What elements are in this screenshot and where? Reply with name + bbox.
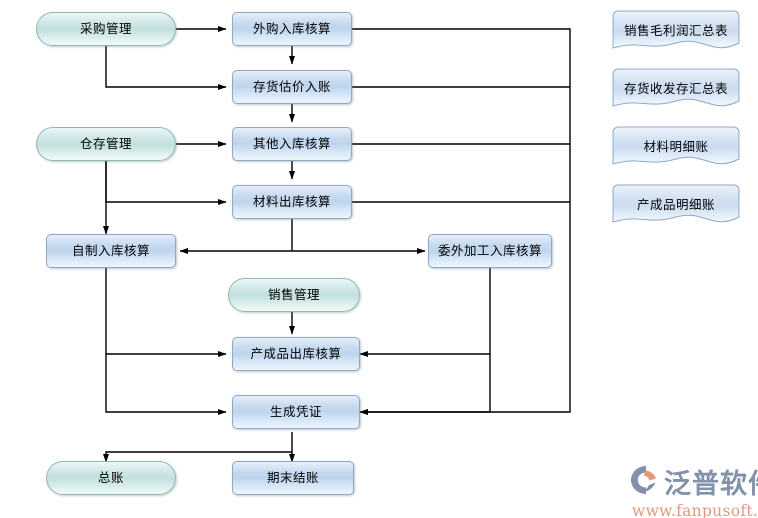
- brand-logo: 泛普软件 www.fanpusoft.com: [630, 462, 758, 518]
- node-material-outbound-accounting[interactable]: 材料出库核算: [232, 185, 352, 219]
- report-inventory-io-summary[interactable]: 存货收发存汇总表: [612, 68, 740, 114]
- node-inventory-estimate-entry[interactable]: 存货估价入账: [232, 70, 352, 104]
- report-gross-profit-summary[interactable]: 销售毛利润汇总表: [612, 10, 740, 56]
- node-generate-voucher[interactable]: 生成凭证: [232, 395, 360, 429]
- node-outsourced-inbound-accounting[interactable]: 外购入库核算: [232, 12, 352, 46]
- node-period-end-closing[interactable]: 期末结账: [232, 461, 354, 495]
- report-label: 材料明细账: [643, 138, 709, 154]
- node-sales-management[interactable]: 销售管理: [228, 278, 360, 312]
- node-self-made-inbound-accounting[interactable]: 自制入库核算: [46, 234, 176, 268]
- node-other-inbound-accounting[interactable]: 其他入库核算: [232, 127, 352, 161]
- brand-name: 泛普软件: [664, 469, 758, 500]
- report-label: 销售毛利润汇总表: [623, 22, 728, 38]
- report-material-ledger[interactable]: 材料明细账: [612, 126, 740, 172]
- node-purchase-management[interactable]: 采购管理: [36, 12, 176, 46]
- node-finished-goods-outbound-accounting[interactable]: 产成品出库核算: [232, 337, 360, 371]
- fanpu-mark-icon: [630, 465, 662, 499]
- report-finished-goods-ledger[interactable]: 产成品明细账: [612, 184, 740, 230]
- report-label: 产成品明细账: [636, 196, 715, 212]
- node-warehouse-management[interactable]: 仓存管理: [36, 127, 176, 161]
- report-label: 存货收发存汇总表: [623, 80, 728, 96]
- brand-url: www.fanpusoft.com: [632, 502, 758, 518]
- node-general-ledger[interactable]: 总账: [46, 461, 176, 495]
- node-subcontract-inbound-accounting[interactable]: 委外加工入库核算: [428, 234, 552, 268]
